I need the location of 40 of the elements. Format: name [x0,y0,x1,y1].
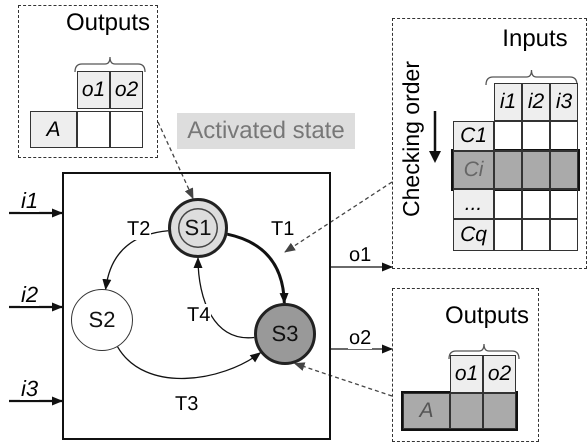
edge-label: T2 [126,218,152,240]
table-title: Outputs [444,301,530,331]
leader-line [294,362,392,397]
column-header: o1 [77,71,110,109]
edge-label: i2 [20,284,40,306]
row-header: ... [453,189,494,219]
vertical-label: Checking order [397,60,425,219]
input-arrow [9,208,63,218]
column-header: i1 [494,83,522,121]
dashed-panel [392,18,587,269]
leader-line [284,181,392,253]
state-circle: S2 [71,289,133,351]
edge-label: o2 [348,327,372,349]
edge-label: i3 [20,378,40,400]
transition-arrow [117,346,262,380]
transition-arrow [194,257,254,338]
state-circle: S3 [254,303,316,365]
state-caption: Activated state [177,113,355,149]
state-circle: S1 [168,198,228,258]
row-header: Cq [453,219,494,251]
dashed-panel [18,5,158,158]
table-title: Outputs [64,8,152,38]
row-header: A [403,393,450,429]
dashed-panel [392,288,539,442]
leader-line [157,122,194,200]
column-header: i3 [550,83,578,121]
input-arrow [9,302,63,312]
column-header: o2 [483,355,516,393]
edge-label: i1 [20,190,40,212]
column-header: o1 [450,355,483,393]
row-header: A [30,111,77,148]
column-header: i2 [522,83,550,121]
column-header: o2 [110,71,143,109]
transition-arrow [226,232,288,304]
input-arrow [9,396,63,406]
row-header: Ci [453,151,494,189]
transition-arrow [331,344,393,354]
transition-arrow [331,262,393,272]
row-header: C1 [453,121,494,151]
table-title: Inputs [501,24,569,54]
